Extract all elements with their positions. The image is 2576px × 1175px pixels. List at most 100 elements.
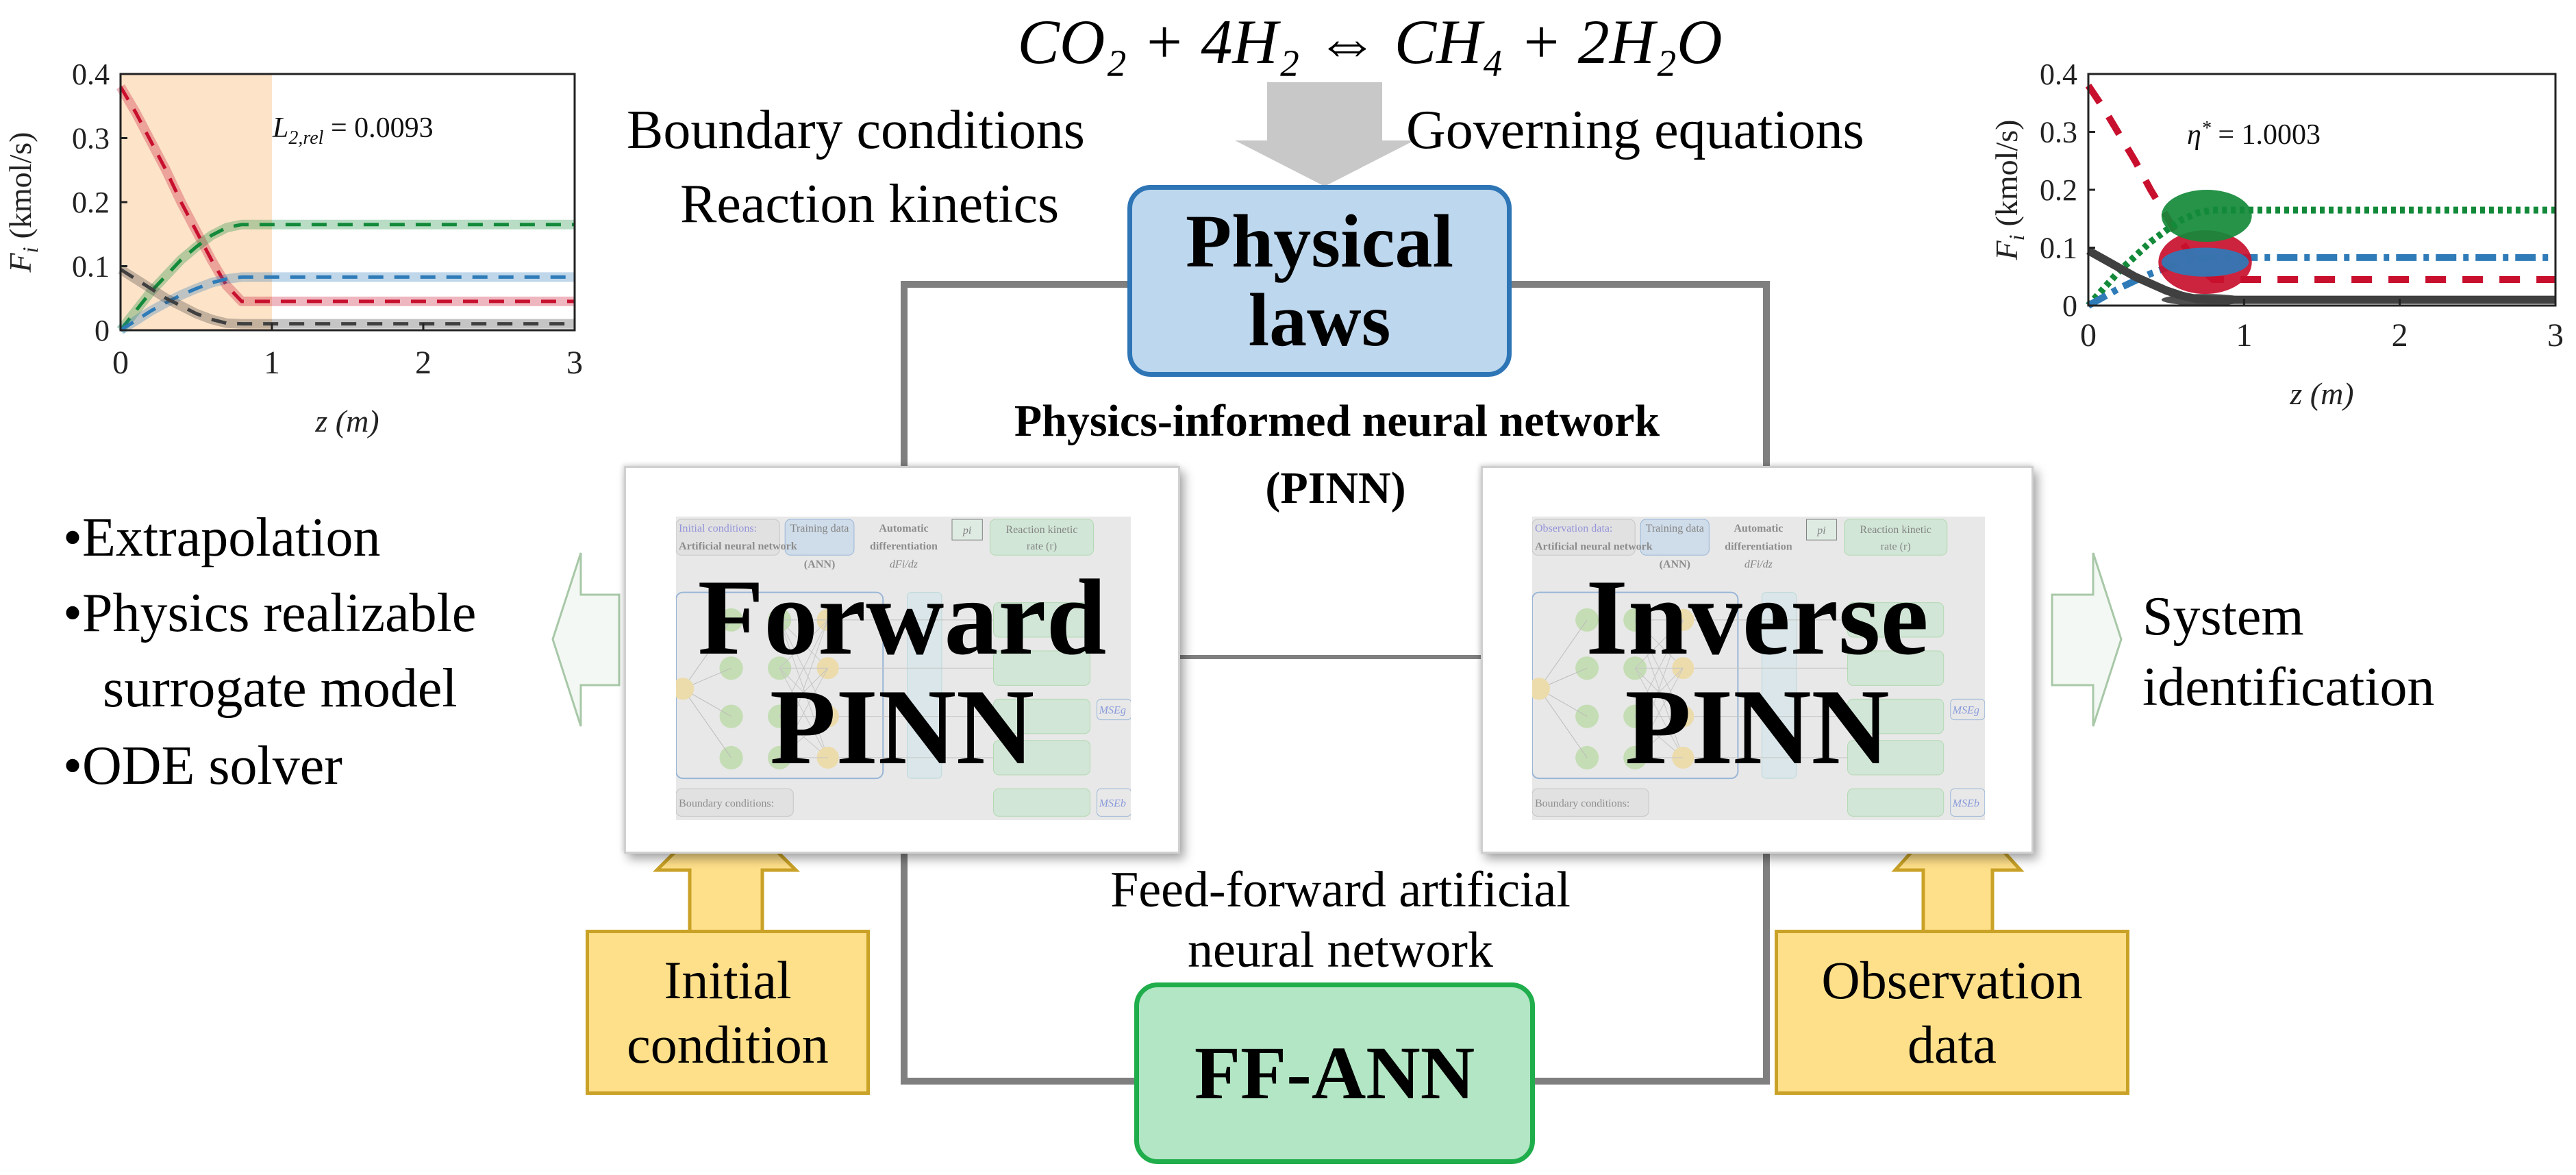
pinn-title-line2: (PINN) — [1265, 463, 1406, 513]
conditions-box — [675, 519, 780, 556]
hidden-neuron-icon — [1575, 704, 1599, 728]
observation-data-line2: data — [1908, 1014, 1997, 1074]
reaction-equation: CO₂ + 4H₂ ⇔ CH₄ + 2H₂O — [1017, 7, 1723, 77]
y-tick-label: 0.3 — [72, 122, 110, 156]
ann-label: Artificial neural network — [679, 541, 797, 552]
network-edge — [1538, 689, 1588, 758]
ffann-caption-line1: Feed-forward artificial — [1110, 862, 1571, 918]
boundary-equation-box — [1847, 788, 1944, 817]
rate-label-2: rate (r) — [1881, 541, 1911, 552]
annotation-symbol: L — [272, 112, 288, 144]
governing-equation-box — [992, 699, 1090, 734]
reaction-kinetics-label: Reaction kinetics — [680, 174, 1060, 234]
network-edge — [779, 619, 828, 758]
forward-pinn-frame: Initial conditions:Artificial neural net… — [624, 466, 1180, 854]
dfi-label: dFi/dz — [889, 559, 918, 571]
training-data-label: Training data — [790, 523, 849, 534]
series-prediction-line-CO2 — [118, 86, 575, 304]
boundary-equation-box — [992, 788, 1090, 817]
x-axis-label: z (m) — [2289, 376, 2353, 411]
conditions-label: Observation data: — [1535, 523, 1612, 534]
bullet-ode-solver: •ODE solver — [63, 736, 342, 796]
network-edge — [779, 667, 828, 717]
boundary-box — [675, 788, 794, 817]
governing-equation-box — [1847, 650, 1944, 686]
governing-equation-box — [992, 650, 1090, 686]
annotation-value: = 1.0003 — [2211, 119, 2321, 151]
ff-ann-box: FF-ANN — [1134, 982, 1535, 1164]
rate-label-1: Reaction kinetic — [1005, 524, 1077, 536]
hidden-neuron-icon — [1623, 745, 1647, 770]
physical-laws-box: Physical laws — [1127, 185, 1512, 377]
network-edge — [779, 619, 828, 717]
rate-label-1: Reaction kinetic — [1860, 524, 1931, 536]
autodiff-column — [1761, 592, 1797, 779]
x-tick-label: 0 — [2080, 317, 2097, 354]
governing-equations-label: Governing equations — [1406, 100, 1864, 160]
x-tick-label: 0 — [112, 345, 129, 381]
ann-label: Artificial neural network — [1535, 541, 1653, 552]
mse-b-label: MSEb — [1952, 797, 1979, 809]
y-tick-label: 0 — [95, 314, 110, 347]
plot-frame — [2087, 73, 2557, 307]
training-data-label: Training data — [1646, 523, 1704, 534]
y-axis-subscript: i — [18, 247, 42, 253]
forward-pinn-schematic: Initial conditions:Artificial neural net… — [675, 517, 1131, 820]
p-label: pi — [1816, 525, 1825, 536]
x-tick-label: 1 — [264, 345, 280, 381]
y-tick-label: 0 — [2062, 289, 2077, 323]
physical-laws-line1: Physical — [1185, 199, 1454, 283]
hidden-neuron-icon — [719, 745, 743, 770]
ad-label-2: differentiation — [869, 541, 937, 552]
y-axis-unit: (kmol/s) — [3, 132, 38, 239]
y-tick-label: 0.4 — [72, 58, 110, 91]
series-line-H2 — [2086, 247, 2555, 304]
physical-laws-line2: laws — [1248, 278, 1391, 362]
input-neuron-icon — [675, 678, 694, 700]
output-neuron-icon — [1672, 746, 1695, 769]
forward-label: Forward — [697, 558, 1107, 678]
boundary-label: Boundary conditions: — [1535, 797, 1629, 809]
ann-label-2: (ANN) — [1660, 558, 1690, 570]
mse-g-label: MSEg — [1098, 705, 1125, 717]
initial-condition-box: Initial condition — [586, 930, 870, 1095]
governing-equation-box — [1847, 740, 1944, 776]
boundary-conditions-label: Boundary conditions — [627, 100, 1085, 160]
system-identification-line1: System — [2142, 586, 2304, 647]
schematic-group: Observation data: Artificial neural netwo… — [1532, 519, 1985, 817]
annotation-subscript: 2,rel — [288, 127, 323, 149]
network-edge — [1634, 716, 1684, 758]
dfi-label: dFi/dz — [1745, 558, 1773, 570]
x-axis-label: z (m) — [314, 404, 379, 438]
y-tick-label: 0.1 — [2040, 232, 2077, 265]
training-data-box — [784, 519, 854, 556]
initial-condition-line2: condition — [627, 1014, 829, 1074]
hidden-neuron-icon — [1575, 745, 1599, 770]
y-tick-label: 0.1 — [72, 250, 110, 284]
inverse-pinn-label: PINN — [1625, 667, 1890, 787]
network-edge — [1634, 619, 1684, 758]
mse-b-label: MSEb — [1098, 797, 1125, 809]
x-tick-label: 3 — [2547, 317, 2564, 354]
x-tick-label: 3 — [566, 345, 583, 381]
hidden-neuron-icon — [719, 608, 743, 632]
y-axis-label: Fi(kmol/s) — [3, 132, 42, 273]
mse-g-box — [1096, 699, 1131, 721]
inverse-pinn-schematic: Observation data: Artificial neural netwo… — [1532, 517, 1985, 820]
conditions-box — [1532, 519, 1636, 556]
mse-g-box — [1950, 699, 1985, 721]
y-axis-unit: (kmol/s) — [1989, 120, 2024, 227]
left-hollow-arrow-icon — [551, 552, 621, 727]
series-prediction-line-H2 — [119, 268, 575, 326]
input-neuron-icon — [1532, 678, 1551, 700]
bullet-surrogate-model: surrogate model — [103, 658, 458, 719]
network-edge — [682, 689, 731, 758]
y-tick-label: 0.4 — [2040, 58, 2077, 91]
network-edge — [779, 668, 828, 758]
governing-equation-box — [1847, 699, 1944, 734]
autodiff-column — [906, 592, 942, 779]
mse-g-label: MSEg — [1952, 705, 1979, 717]
hidden-neuron-icon — [1575, 608, 1599, 632]
